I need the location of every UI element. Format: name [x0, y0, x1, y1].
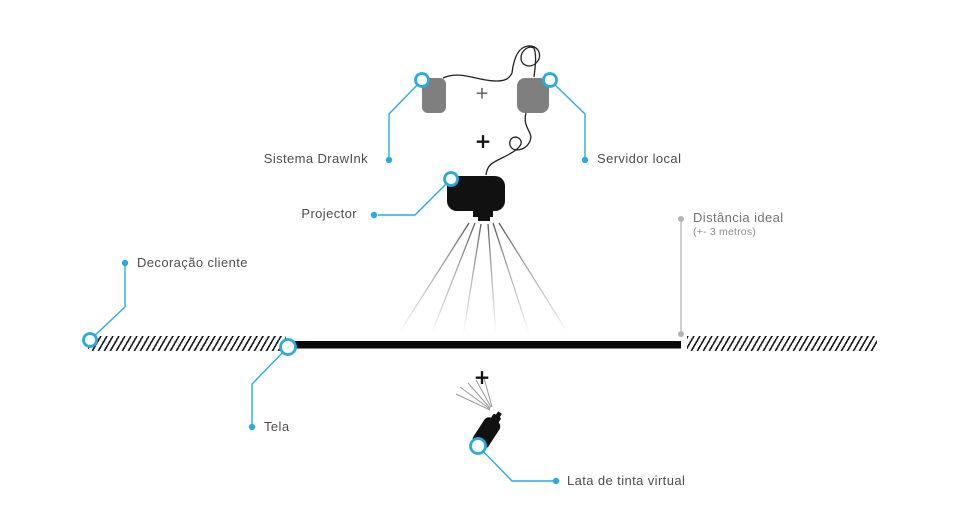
dot-tela — [248, 423, 256, 431]
label-distancia-ideal: Distância ideal — [693, 210, 784, 225]
label-dots — [121, 156, 589, 485]
plus-icon-top: + — [474, 83, 490, 104]
leader-tela — [251, 346, 289, 424]
local-server-box — [517, 78, 549, 113]
distance-top-dot — [678, 216, 684, 222]
ground-hatch-left — [88, 336, 286, 351]
anchor-rings — [82, 72, 558, 455]
label-decoracao-cliente: Decoração cliente — [137, 255, 248, 270]
leader-servidor — [549, 79, 586, 157]
spray-mist-lines — [455, 377, 493, 411]
spray-can-nozzle — [495, 411, 502, 419]
dot-sistema — [385, 156, 393, 164]
plus-icon-middle: + — [474, 129, 492, 153]
ring-decoracao — [82, 332, 98, 348]
ring-tela — [279, 338, 297, 356]
ring-drawink-box — [414, 72, 430, 88]
dot-decoracao — [121, 259, 129, 267]
drawink-system-box — [422, 78, 446, 113]
leader-lines — [89, 79, 586, 482]
label-distancia-sub: (+- 3 metros) — [693, 226, 756, 238]
projector-body — [447, 176, 505, 211]
dot-projector — [370, 211, 378, 219]
ring-projector — [443, 171, 459, 187]
label-projector: Projector — [301, 206, 357, 221]
projection-rays — [398, 222, 567, 337]
label-tela: Tela — [264, 419, 290, 434]
leader-sistema — [388, 79, 423, 157]
dot-servidor — [581, 156, 589, 164]
cable-system-to-server — [442, 45, 541, 82]
ring-server-box — [542, 72, 558, 88]
spray-can-shoulder — [491, 413, 501, 423]
screen-bar — [290, 341, 681, 349]
projector-device — [447, 176, 505, 221]
distance-bottom-dot — [678, 331, 684, 337]
dot-lata — [552, 477, 560, 485]
leader-projector — [378, 178, 452, 216]
projector-lens-mount — [473, 210, 493, 217]
leader-decoracao — [89, 266, 126, 341]
plus-icon-bottom: + — [473, 365, 491, 389]
label-sistema-drawink: Sistema DrawInk — [263, 151, 368, 166]
spray-can-icon — [455, 377, 502, 449]
projector-lens — [478, 216, 490, 221]
leader-lata — [477, 445, 553, 482]
cable-server-to-projector — [485, 112, 532, 176]
distance-marker — [678, 216, 684, 337]
label-servidor-local: Servidor local — [597, 151, 682, 166]
ring-lata — [469, 437, 487, 455]
ground-hatch-right — [687, 336, 877, 351]
label-lata-tinta-virtual: Lata de tinta virtual — [567, 473, 686, 488]
